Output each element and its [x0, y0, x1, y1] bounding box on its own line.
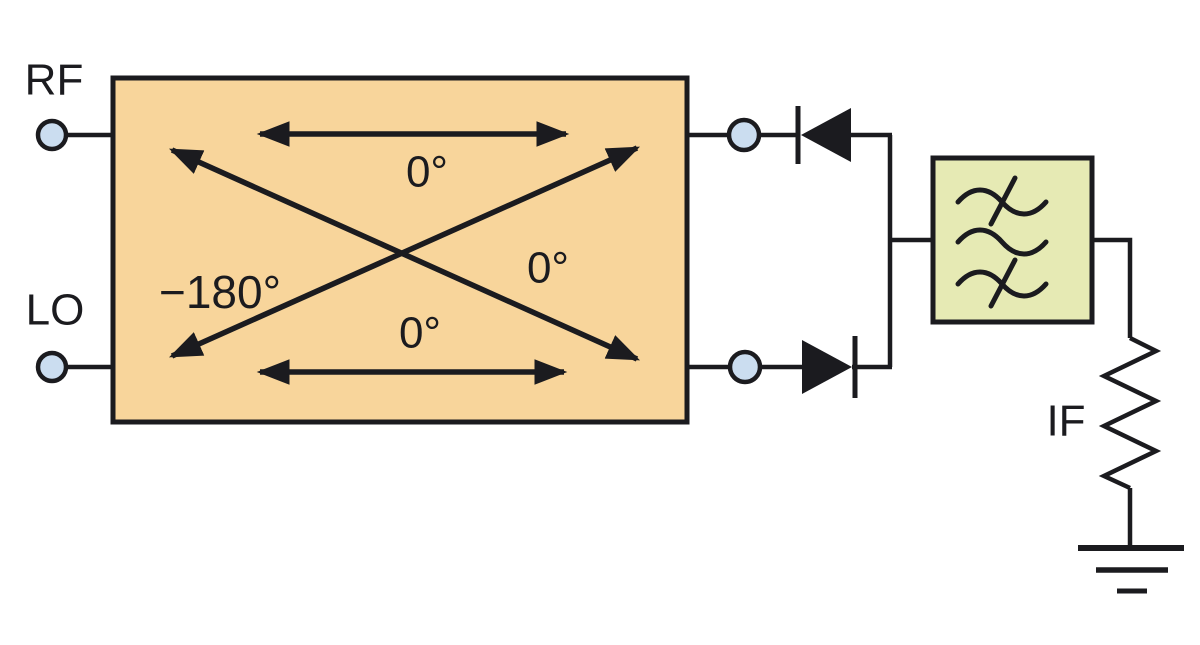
ground-icon	[1078, 545, 1184, 594]
rf-terminal-icon	[35, 118, 69, 152]
phase-arrow-diagonal-up-icon	[168, 145, 641, 359]
top-diode-icon	[801, 108, 851, 162]
phase-label-minus180: −180°	[159, 266, 281, 318]
bottom-output-terminal-icon	[727, 349, 763, 385]
rf-label: RF	[25, 56, 84, 105]
lo-label: LO	[26, 286, 85, 335]
phase-label-right: 0°	[527, 244, 569, 293]
bottom-diode-icon	[802, 340, 852, 394]
phase-label-bottom: 0°	[399, 309, 441, 358]
bandpass-filter-icon	[955, 175, 1049, 309]
lo-terminal-icon	[35, 350, 69, 384]
filter-wave-top-slash	[988, 175, 1018, 227]
if-resistor-icon	[1098, 335, 1162, 491]
filter-output-wire	[1092, 237, 1133, 338]
filter-wave-bottom-slash	[988, 257, 1018, 309]
top-diode-branch	[687, 106, 892, 164]
bottom-diode-branch	[687, 336, 892, 398]
phase-arrows	[168, 121, 641, 385]
top-output-terminal-icon	[726, 117, 762, 153]
filter-wave-middle	[955, 227, 1049, 257]
phase-label-top: 0°	[406, 148, 448, 197]
if-label: IF	[1046, 397, 1085, 446]
